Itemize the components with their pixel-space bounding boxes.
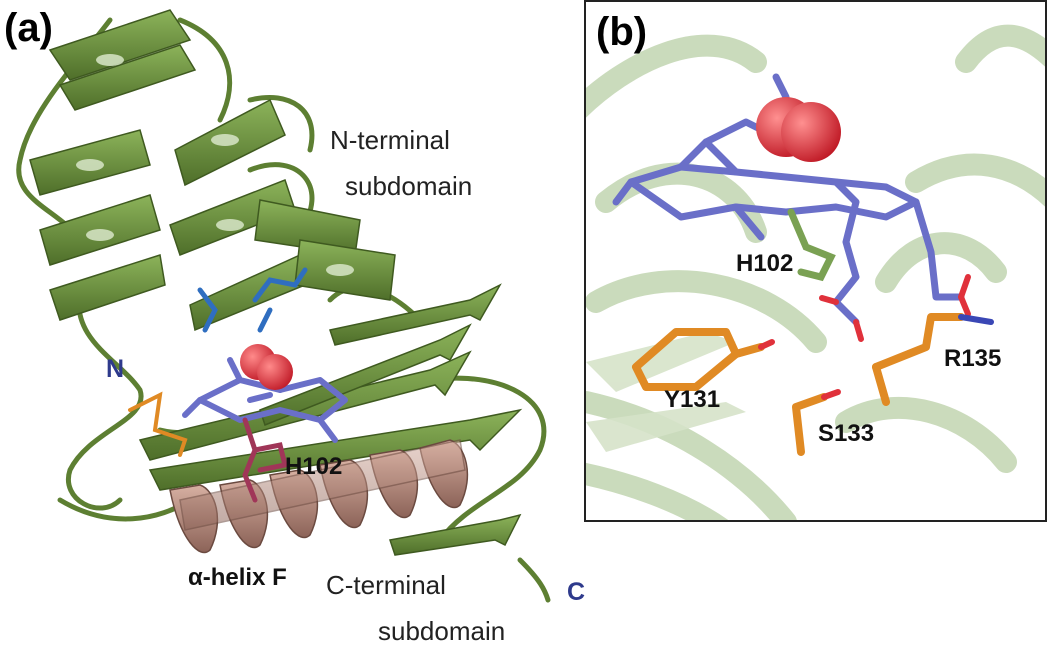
alpha-helix-f <box>169 439 469 554</box>
h102-sticks-b <box>787 208 836 282</box>
panel-a-label: (a) <box>4 6 53 50</box>
n-term-sticks <box>128 391 188 457</box>
panel-b-structure <box>586 24 1045 520</box>
r135-label: R135 <box>944 345 1002 372</box>
c-terminus-label: C <box>567 578 586 606</box>
s133-label: S133 <box>818 420 875 447</box>
carboxylate-oxygens <box>819 274 971 342</box>
h102-sticks <box>242 417 289 503</box>
n-terminus-label: N <box>106 355 125 383</box>
c-terminal-subdomain-label-line1: C-terminal <box>326 570 446 600</box>
residue-tips <box>758 314 994 400</box>
helix-highlights <box>76 54 354 276</box>
panel-b-frame: (b) H102 Y131 S133 R135 <box>584 0 1047 522</box>
panel-a-structure <box>16 9 551 603</box>
oxygen-spheres-b <box>756 97 841 162</box>
n-terminal-subdomain-label-line1: N-terminal <box>330 125 450 155</box>
c-terminal-subdomain-label-line2: subdomain <box>378 616 506 646</box>
oxygen-spheres <box>240 344 293 390</box>
beta-strands <box>138 283 523 556</box>
y131-label: Y131 <box>664 386 721 413</box>
n-terminal-subdomain-label-line2: subdomain <box>345 171 473 201</box>
h102-label-b: H102 <box>736 250 794 277</box>
h102-label-a: H102 <box>285 453 343 480</box>
alpha-helix-f-label: α-helix F <box>188 564 287 591</box>
residue-sticks-orange <box>632 313 965 456</box>
panel-b-label: (b) <box>596 10 648 54</box>
distal-residue-sticks <box>197 267 308 333</box>
